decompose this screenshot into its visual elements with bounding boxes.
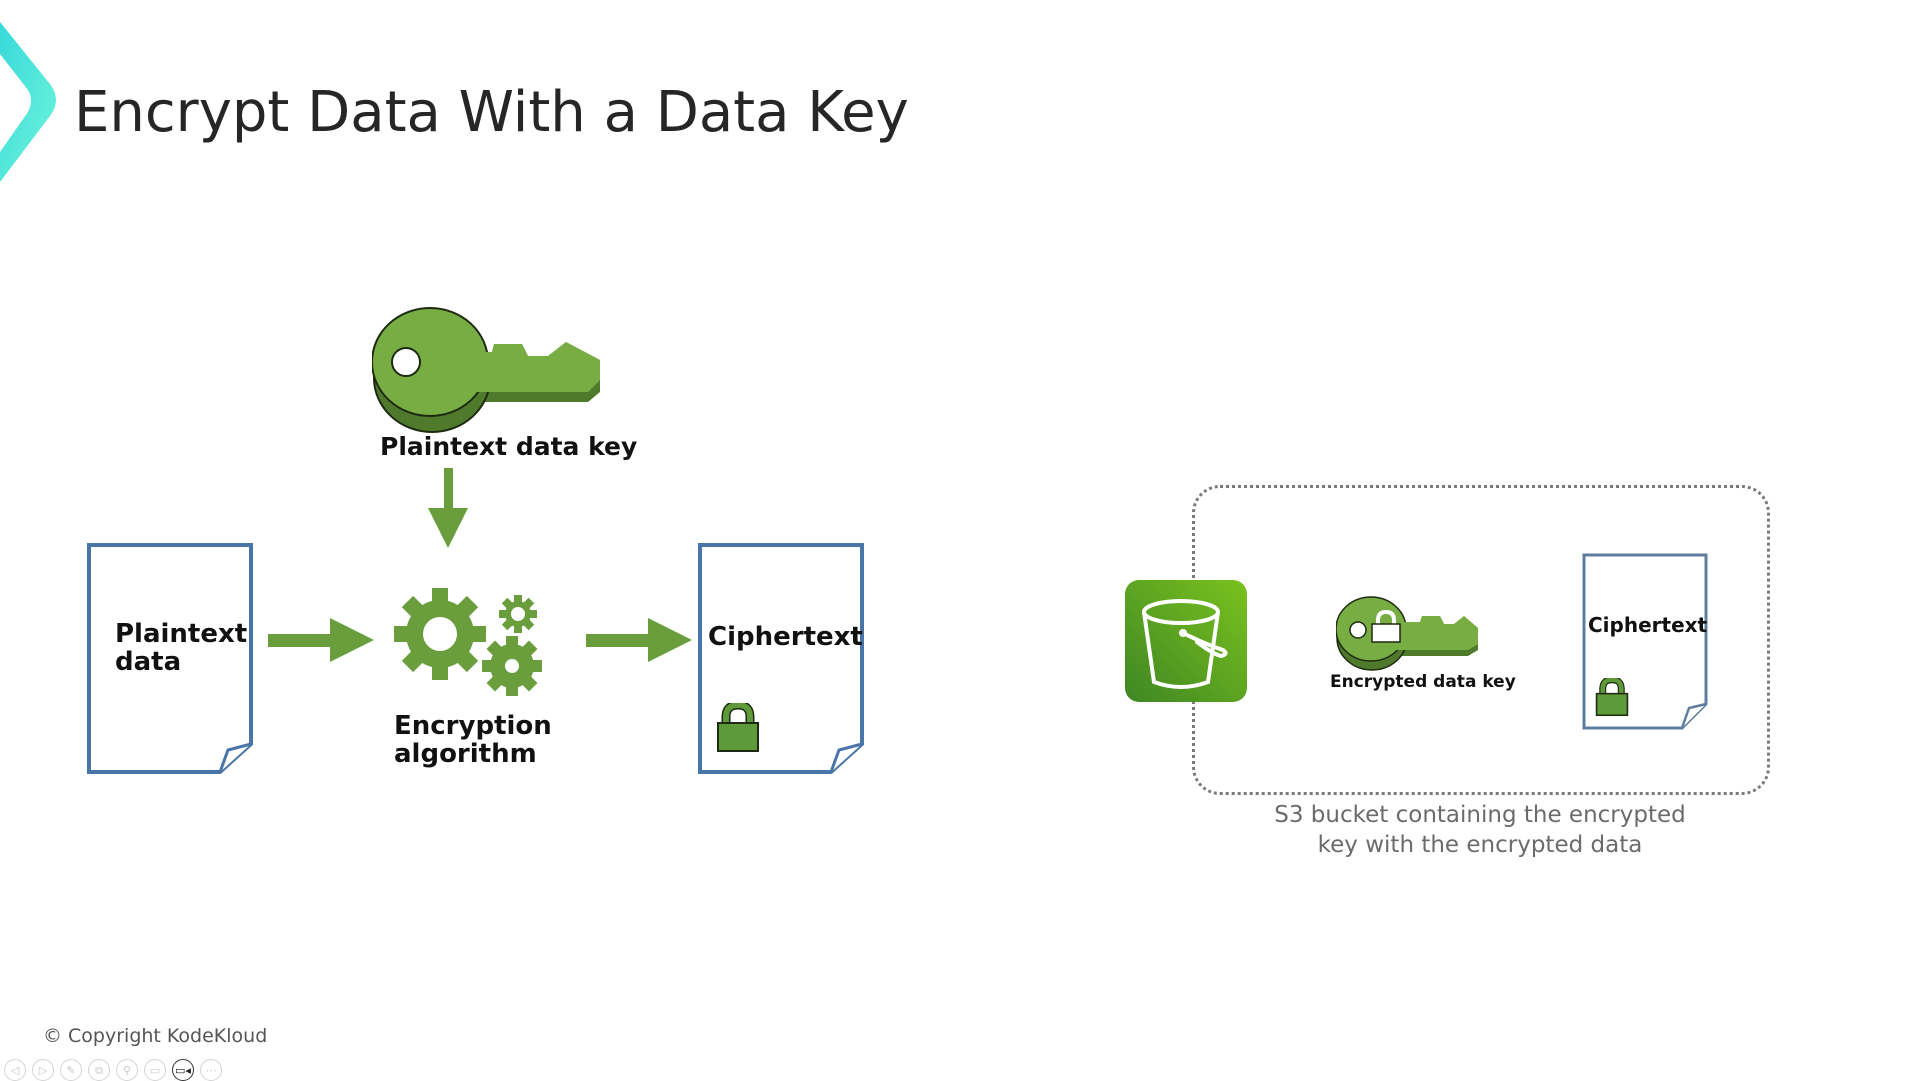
- see-all-slides-button[interactable]: ⧉: [88, 1059, 110, 1081]
- gears-icon: [394, 588, 542, 696]
- encrypted-key-icon: [1336, 596, 1478, 671]
- caption-line2: key with the encrypted data: [1317, 832, 1643, 858]
- encryption-algorithm-label-line1: Encryption: [394, 711, 552, 741]
- s3-bucket-caption: S3 bucket containing the encrypted key w…: [1230, 800, 1730, 860]
- plaintext-document-icon: [87, 543, 253, 774]
- plaintext-data-label: Plaintext data: [115, 620, 247, 676]
- encryption-algorithm-label: Encryption algorithm: [394, 712, 552, 768]
- previous-slide-icon: ◁: [10, 1063, 20, 1077]
- next-slide-button[interactable]: ▷: [32, 1059, 54, 1081]
- down-arrow-icon: [428, 468, 468, 548]
- zoom-button[interactable]: ⚲: [116, 1059, 138, 1081]
- previous-slide-button[interactable]: ◁: [4, 1059, 26, 1081]
- plaintext-key-icon: [372, 307, 600, 433]
- encrypted-key-label: Encrypted data key: [1330, 672, 1516, 692]
- kodekloud-chevron-logo: [0, 22, 56, 182]
- camera-button[interactable]: ▭◂: [172, 1059, 194, 1081]
- lock-icon: [1595, 678, 1629, 717]
- encryption-algorithm-label-line2: algorithm: [394, 739, 537, 769]
- plaintext-key-label: Plaintext data key: [380, 432, 638, 461]
- s3-bucket-icon: [1125, 580, 1247, 702]
- plaintext-data-label-line1: Plaintext: [115, 619, 248, 649]
- lock-icon: [717, 703, 759, 752]
- right-arrow-icon: [268, 618, 374, 662]
- pen-button[interactable]: ✎: [60, 1059, 82, 1081]
- ciphertext-document-icon: [698, 543, 864, 774]
- zoom-icon: ⚲: [122, 1063, 132, 1077]
- right-arrow-icon: [586, 618, 692, 662]
- presentation-toolbar: ◁ ▷ ✎ ⧉ ⚲ ▭ ▭◂ ⋯: [4, 1059, 222, 1081]
- camera-icon: ▭◂: [175, 1063, 191, 1077]
- more-options-icon: ⋯: [205, 1063, 217, 1077]
- pen-icon: ✎: [66, 1063, 76, 1077]
- see-all-slides-icon: ⧉: [95, 1063, 103, 1077]
- subtitles-button[interactable]: ▭: [144, 1059, 166, 1081]
- caption-line1: S3 bucket containing the encrypted: [1274, 802, 1686, 828]
- ciphertext-document-icon: [1582, 553, 1708, 730]
- subtitles-icon: ▭: [149, 1063, 161, 1077]
- plaintext-data-label-line2: data: [115, 647, 182, 677]
- ciphertext-label: Ciphertext: [1588, 613, 1708, 637]
- ciphertext-label: Ciphertext: [708, 622, 863, 652]
- more-options-button[interactable]: ⋯: [200, 1059, 222, 1081]
- copyright-notice: © Copyright KodeKloud: [43, 1025, 268, 1047]
- next-slide-icon: ▷: [38, 1063, 48, 1077]
- slide-title: Encrypt Data With a Data Key: [74, 80, 909, 145]
